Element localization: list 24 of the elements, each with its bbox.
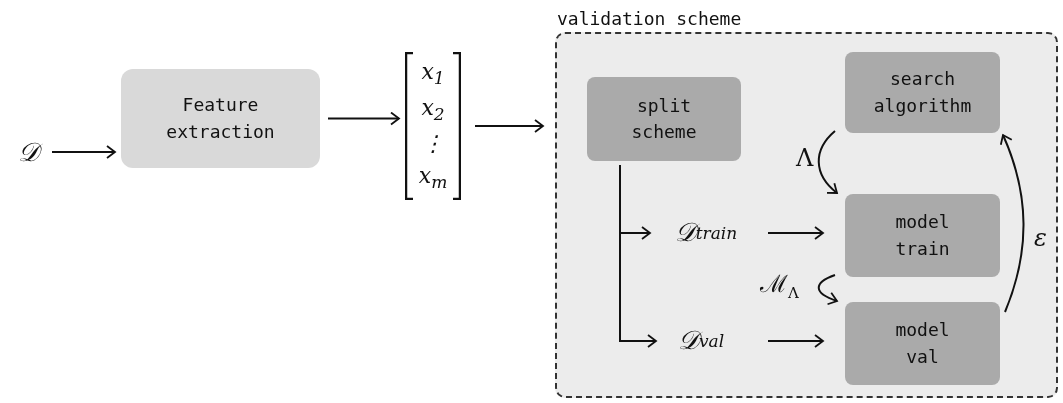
edge-label: Λ [796, 146, 814, 170]
process-box: search algorithm [845, 52, 1000, 133]
vector-entry: ⋮ [422, 133, 444, 156]
process-box: model val [845, 302, 1000, 385]
arrow [767, 334, 824, 348]
arrow [51, 145, 116, 159]
arrow [999, 134, 1025, 313]
edge-label: ε [1034, 226, 1047, 250]
process-box: Feature extraction [121, 69, 320, 168]
feature-vector [405, 52, 461, 200]
vector-entry: x$_{1}$ [421, 60, 445, 88]
edge-label: ℳ$_{Λ}$ [760, 272, 799, 301]
arrow [817, 274, 838, 305]
process-box: model train [845, 194, 1000, 277]
math-symbol: 𝒟 [10, 132, 46, 172]
arrow [767, 226, 824, 240]
arrow [327, 111, 400, 126]
vector-entry: x$_{2}$ [421, 96, 445, 124]
vector-entry: x$_{m}$ [418, 164, 448, 192]
arrow [817, 130, 838, 194]
process-box: split scheme [587, 77, 741, 161]
arrow [474, 119, 544, 133]
arrow [619, 164, 657, 348]
container-title: validation scheme [557, 7, 742, 31]
